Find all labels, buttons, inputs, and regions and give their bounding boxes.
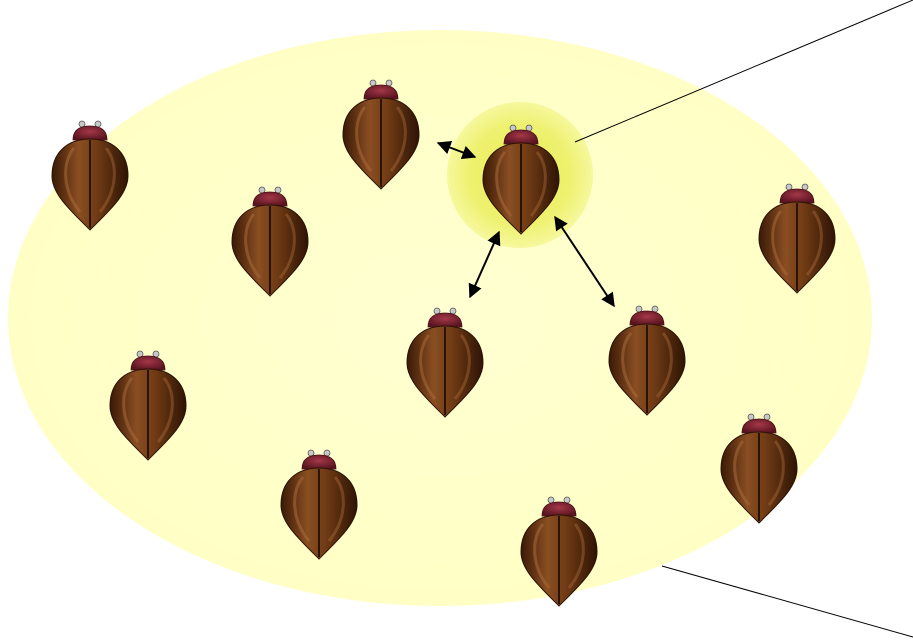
callout-line-bottom [662, 566, 913, 637]
